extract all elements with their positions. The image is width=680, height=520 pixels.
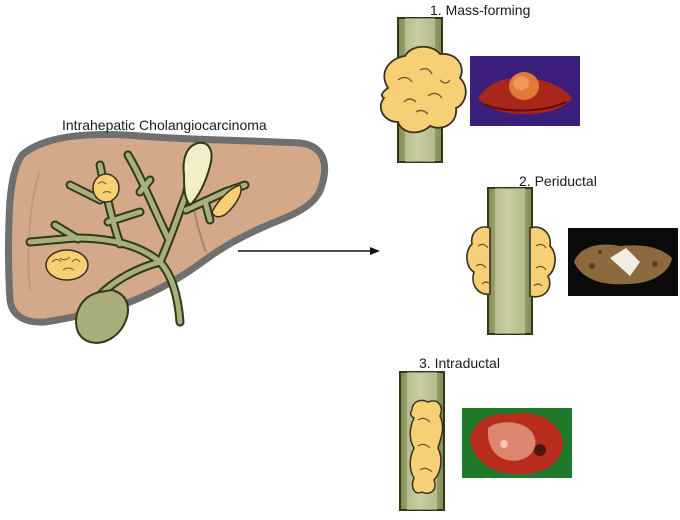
gallbladder: [75, 288, 129, 344]
type-3-photo: [462, 408, 572, 478]
type-2-photo: [568, 228, 678, 296]
bile-duct-tree: [25, 150, 250, 327]
liver-ligament: [182, 141, 213, 207]
liver-tumor-1: [45, 249, 89, 281]
main-label: Intrahepatic Cholangiocarcinoma: [62, 117, 267, 133]
type-1-photo: [470, 56, 580, 126]
arrow: [238, 247, 380, 255]
type-2-label: 2. Periductal: [519, 173, 597, 189]
type-2-mass-right: [529, 226, 556, 298]
type-2-duct: [487, 187, 533, 335]
liver-tumor-3: [211, 184, 242, 218]
type-1-mass: [379, 45, 467, 134]
liver-inner-line: [27, 169, 41, 291]
type-3-label: 3. Intraductal: [419, 355, 500, 371]
liver-tumor-2: [92, 173, 120, 203]
type-2-mass-left: [466, 226, 491, 295]
type-1-label: 1. Mass-forming: [430, 2, 530, 18]
type-3-mass: [409, 399, 444, 494]
